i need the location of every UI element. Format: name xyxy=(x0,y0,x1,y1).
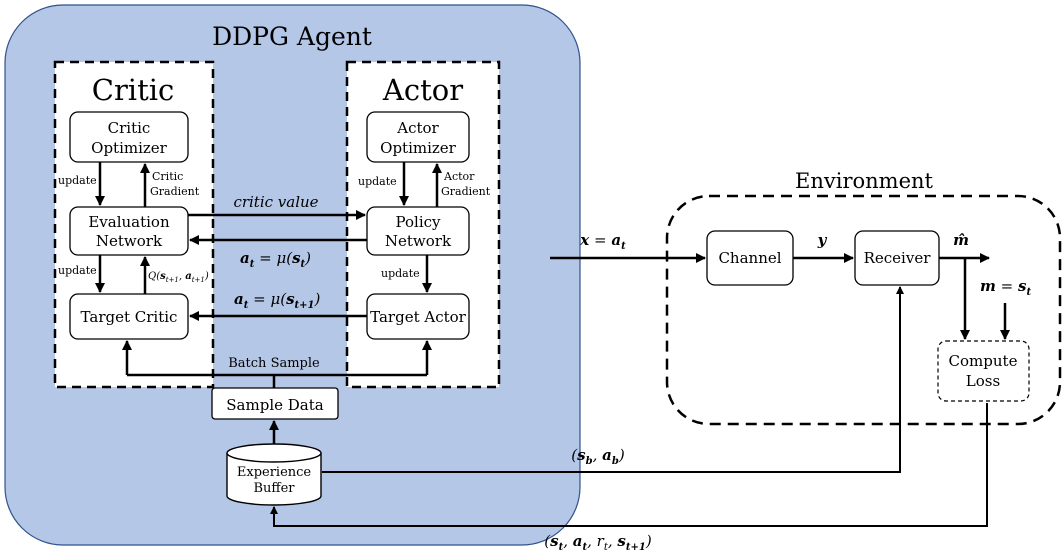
actor-update-label-bottom: update xyxy=(381,267,420,280)
batch-sample-label: Batch Sample xyxy=(228,356,320,371)
transition-label: (st, at, rt, st+1) xyxy=(544,532,652,553)
sb-ab-label: (sb, ab) xyxy=(571,446,625,467)
experience-buffer-label: Experience xyxy=(237,465,312,480)
actor-update-label: update xyxy=(358,175,397,188)
compute-loss-label-2: Loss xyxy=(966,372,1000,390)
sample-data-label: Sample Data xyxy=(226,396,323,414)
action-label: at = μ(st) xyxy=(240,249,311,270)
critic-update-label: update xyxy=(58,174,97,187)
critic-title: Critic xyxy=(92,73,175,107)
channel-label: Channel xyxy=(718,249,781,267)
evaluation-network-box xyxy=(69,206,189,256)
actor-optimizer-label-2: Optimizer xyxy=(380,139,457,157)
experience-buffer-cylinder xyxy=(226,453,322,506)
critic-optimizer-label: Critic xyxy=(108,119,151,137)
policy-network-label-2: Network xyxy=(385,232,452,250)
sample-data-box xyxy=(211,387,339,420)
critic-gradient-label-2: Gradient xyxy=(150,185,200,198)
policy-network-box xyxy=(366,206,470,256)
target-action-label: at = μ(st+1) xyxy=(234,290,321,311)
actor-optimizer-box xyxy=(366,111,470,163)
evaluation-network-label: Evaluation xyxy=(88,213,170,231)
compute-loss-label: Compute xyxy=(949,352,1018,370)
experience-buffer-label-2: Buffer xyxy=(253,481,295,496)
agent-title: DDPG Agent xyxy=(212,22,372,51)
target-critic-box xyxy=(69,293,189,340)
critic-value-label: critic value xyxy=(233,193,318,211)
critic-optimizer-label-2: Optimizer xyxy=(91,139,168,157)
target-actor-label: Target Actor xyxy=(370,308,467,326)
target-critic-label: Target Critic xyxy=(81,308,178,326)
loss-to-buffer-arrow xyxy=(270,403,988,527)
receiver-label: Receiver xyxy=(864,249,932,267)
m-equals-s-label: m = st xyxy=(980,277,1031,298)
y-label: y xyxy=(817,231,828,249)
critic-optimizer-box xyxy=(69,111,189,163)
compute-loss-box xyxy=(937,340,1030,402)
policy-network-label: Policy xyxy=(396,213,442,231)
actor-gradient-label: Actor xyxy=(443,170,475,183)
m-hat-label: m̂ xyxy=(953,231,969,249)
actor-optimizer-label: Actor xyxy=(396,119,439,137)
experience-buffer-top xyxy=(226,443,322,463)
buffer-to-receiver-arrow xyxy=(322,286,904,473)
critic-update-label-bottom: update xyxy=(58,264,97,277)
critic-gradient-label: Critic xyxy=(152,170,183,183)
x-equals-a-label: x = at xyxy=(579,231,626,252)
actor-gradient-label-2: Gradient xyxy=(441,185,491,198)
environment-title: Environment xyxy=(795,169,934,193)
actor-title: Actor xyxy=(382,73,463,107)
evaluation-network-label-2: Network xyxy=(96,232,163,250)
